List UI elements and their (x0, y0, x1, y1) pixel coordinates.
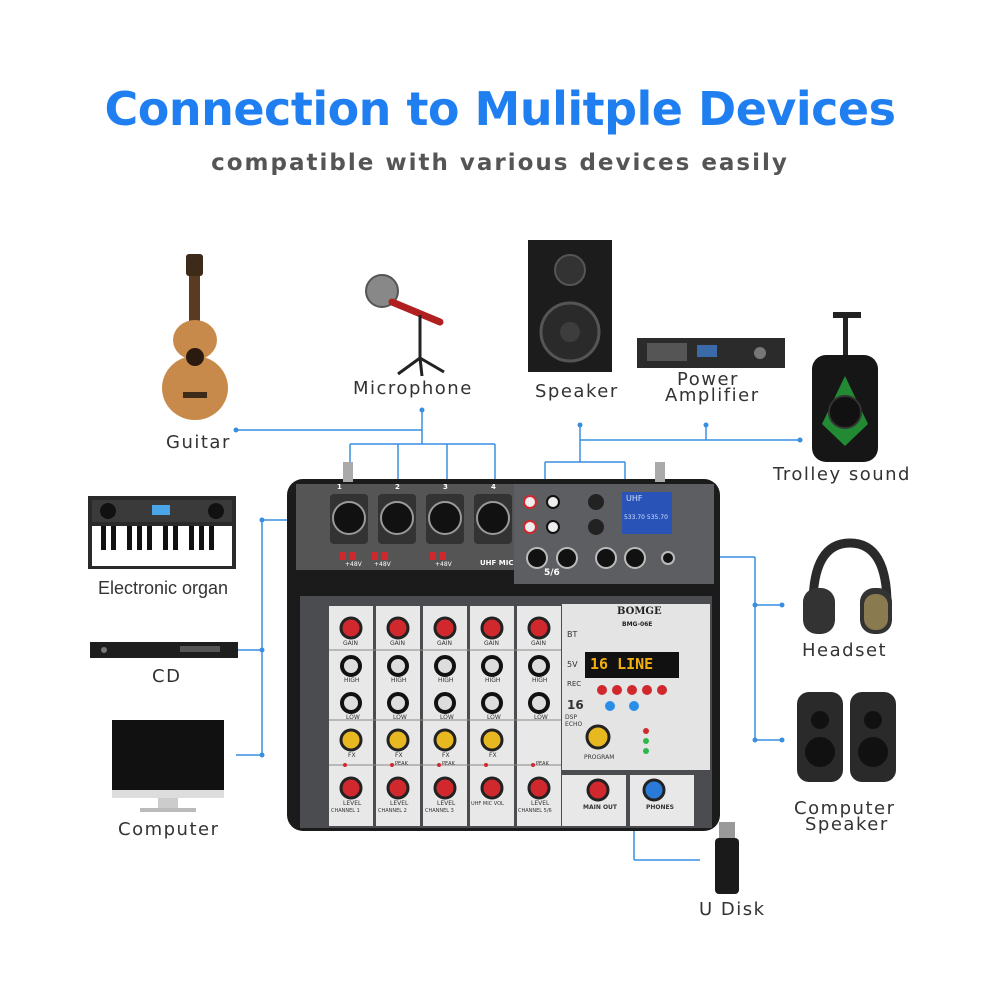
peak-label-3: PEAK (442, 761, 455, 767)
gain-label-2: GAIN (390, 640, 406, 647)
microphone-label: Microphone (353, 378, 473, 399)
main-out-label: MAIN OUT (583, 804, 618, 811)
level-label-3: LEVEL (437, 800, 456, 807)
computer-icon (112, 720, 224, 812)
separator-lines (329, 649, 561, 766)
electronic-organ-icon (88, 496, 236, 569)
guitar-label: Guitar (166, 432, 231, 453)
eq-knobs (340, 655, 550, 714)
rca-and-jack-inputs (523, 494, 675, 569)
lcd-line2: 533.70 535.70 (624, 514, 668, 521)
model-label: BMG-06E (622, 621, 653, 628)
high-label-2: HIGH (391, 677, 407, 684)
channel-number-4: 4 (491, 483, 496, 491)
xlr-inputs (330, 494, 512, 544)
gain-label-5: GAIN (531, 640, 547, 647)
channel-label-2: CHANNEL 2 (378, 808, 407, 814)
channel-label-5: CHANNEL 5/6 (518, 808, 552, 814)
channel-number-1: 1 (337, 483, 342, 491)
low-label-3: LOW (440, 714, 454, 721)
status-leds (643, 728, 649, 754)
level-knobs (339, 724, 666, 802)
uhf-lcd (622, 492, 672, 534)
high-label-3: HIGH (438, 677, 454, 684)
speaker-icon (528, 240, 612, 372)
usb-drive-icon (715, 822, 739, 894)
transport-buttons (597, 685, 667, 711)
channel-label-1: CHANNEL 1 (331, 808, 360, 814)
five-v-label: 5V (567, 660, 578, 669)
connection-dots (233, 407, 803, 758)
phantom-label-1: +48V (345, 561, 362, 568)
computer-label: Computer (118, 819, 220, 840)
guitar-icon (162, 254, 228, 420)
trolley-label: Trolley sound (773, 464, 911, 485)
headline: Connection to Mulitple Devices (104, 82, 897, 136)
fx-label-3: FX (442, 752, 450, 759)
channel-label-4: UHF MIC VOL (471, 801, 504, 807)
ch56-label: 5/6 (544, 568, 560, 578)
microphone-icon (365, 274, 445, 377)
high-label-4: HIGH (485, 677, 501, 684)
low-label-4: LOW (487, 714, 501, 721)
fx-label-4: FX (489, 752, 497, 759)
computer-speaker-label-2: Speaker (805, 814, 889, 835)
level-label-2: LEVEL (390, 800, 409, 807)
channel-strips (329, 606, 694, 826)
gain-label-1: GAIN (343, 640, 359, 647)
headset-icon (803, 538, 892, 634)
fx-label-2: FX (395, 752, 403, 759)
dsp-echo-label: DSP ECHO (565, 714, 583, 728)
low-label-5: LOW (534, 714, 548, 721)
trolley-speaker-icon (812, 312, 878, 462)
sixteen-label: 16 (567, 698, 584, 712)
channel-label-3: CHANNEL 3 (425, 808, 454, 814)
high-label-1: HIGH (344, 677, 360, 684)
power-amplifier-icon (637, 338, 785, 368)
uhf-mic-label: UHF MIC (480, 559, 514, 567)
speaker-label: Speaker (535, 381, 619, 402)
power-amplifier-label-2: Amplifier (665, 385, 760, 406)
low-label-1: LOW (346, 714, 360, 721)
lcd-line1: UHF (626, 494, 643, 503)
phantom-switches (340, 552, 446, 560)
level-label-1: LEVEL (343, 800, 362, 807)
cd-label: CD (152, 666, 182, 687)
channel-number-2: 2 (395, 483, 400, 491)
phantom-label-2: +48V (374, 561, 391, 568)
gain-knobs (339, 616, 551, 640)
bt-label: BT (567, 630, 578, 639)
program-label: PROGRAM (584, 754, 615, 761)
electronic-organ-label: Electronic organ (98, 578, 229, 598)
computer-speaker-label-1: Computer (794, 798, 896, 819)
subheadline: compatible with various devices easily (211, 150, 789, 176)
fx-knobs (339, 728, 504, 752)
power-amplifier-label-1: Power (677, 369, 739, 390)
gain-label-3: GAIN (437, 640, 453, 647)
high-label-5: HIGH (532, 677, 548, 684)
computer-speakers-icon (797, 692, 896, 782)
brand-label: BOMGE (617, 606, 662, 617)
gain-label-4: GAIN (484, 640, 500, 647)
cd-player-icon (90, 642, 238, 658)
low-label-2: LOW (393, 714, 407, 721)
headset-label: Headset (802, 640, 888, 661)
u-disk-label: U Disk (699, 899, 766, 920)
peak-leds (343, 763, 535, 767)
phantom-label-3: +48V (435, 561, 452, 568)
level-label-5: LEVEL (531, 800, 550, 807)
rec-label: REC (567, 680, 582, 688)
led-display (585, 652, 679, 678)
peak-label-2: PEAK (395, 761, 408, 767)
peak-label-5: PEAK (536, 761, 549, 767)
fx-label-1: FX (348, 752, 356, 759)
led-display-text: 16 LINE (590, 655, 654, 673)
phones-label: PHONES (646, 804, 674, 811)
channel-number-3: 3 (443, 483, 448, 491)
